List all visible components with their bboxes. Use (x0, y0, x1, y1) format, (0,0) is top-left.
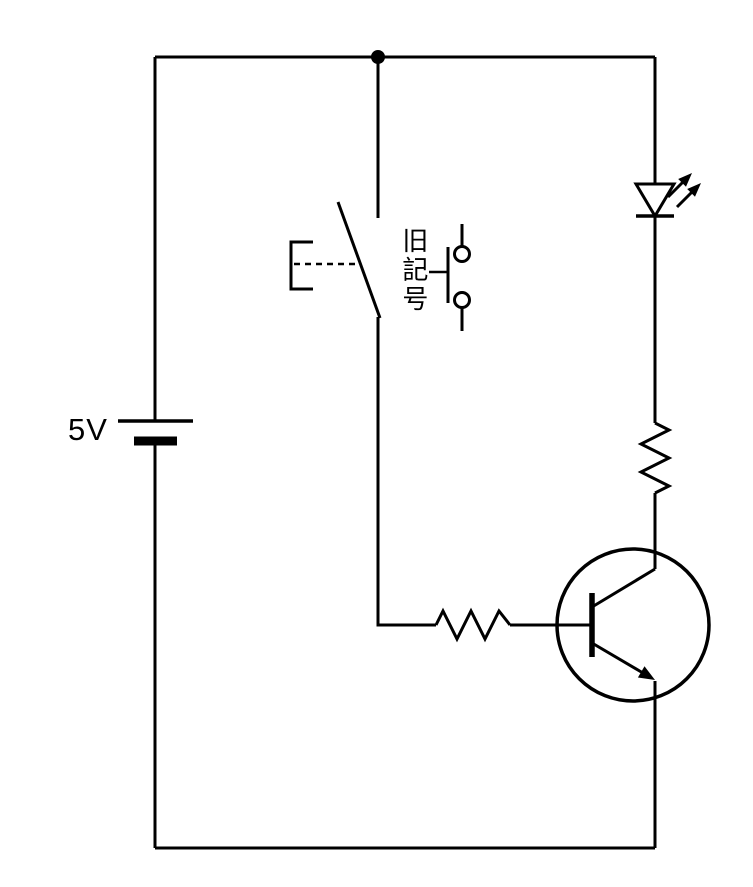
old-push-button-symbol (429, 224, 471, 331)
battery-voltage-label: 5V (68, 412, 108, 447)
collector-resistor-symbol (637, 421, 673, 495)
wire-switch-branch-lower (376, 317, 436, 627)
transistor-emitter-arrow (637, 666, 655, 680)
light-emission-arrows (666, 173, 701, 209)
transistor-collector-lead (591, 567, 656, 609)
junction-dot (371, 50, 385, 64)
old-symbol-label: 旧記号 (398, 227, 429, 314)
led-triangle (633, 182, 677, 219)
transistor-emitter-lead (591, 641, 644, 675)
base-resistor-symbol (434, 607, 512, 643)
light-arrow-head-2 (687, 183, 701, 197)
light-arrow-head-1 (678, 173, 692, 187)
push-actuator-icon (289, 240, 313, 291)
switch-lever (336, 201, 382, 319)
wires (153, 55, 657, 850)
battery-symbol (118, 419, 193, 446)
transistor-body (555, 547, 711, 703)
npn-transistor-symbol (555, 547, 711, 703)
push-button-switch-symbol (289, 201, 382, 319)
led-symbol (633, 173, 701, 219)
old-symbol-bottom-contact (453, 291, 471, 309)
old-symbol-top-contact (453, 245, 471, 263)
